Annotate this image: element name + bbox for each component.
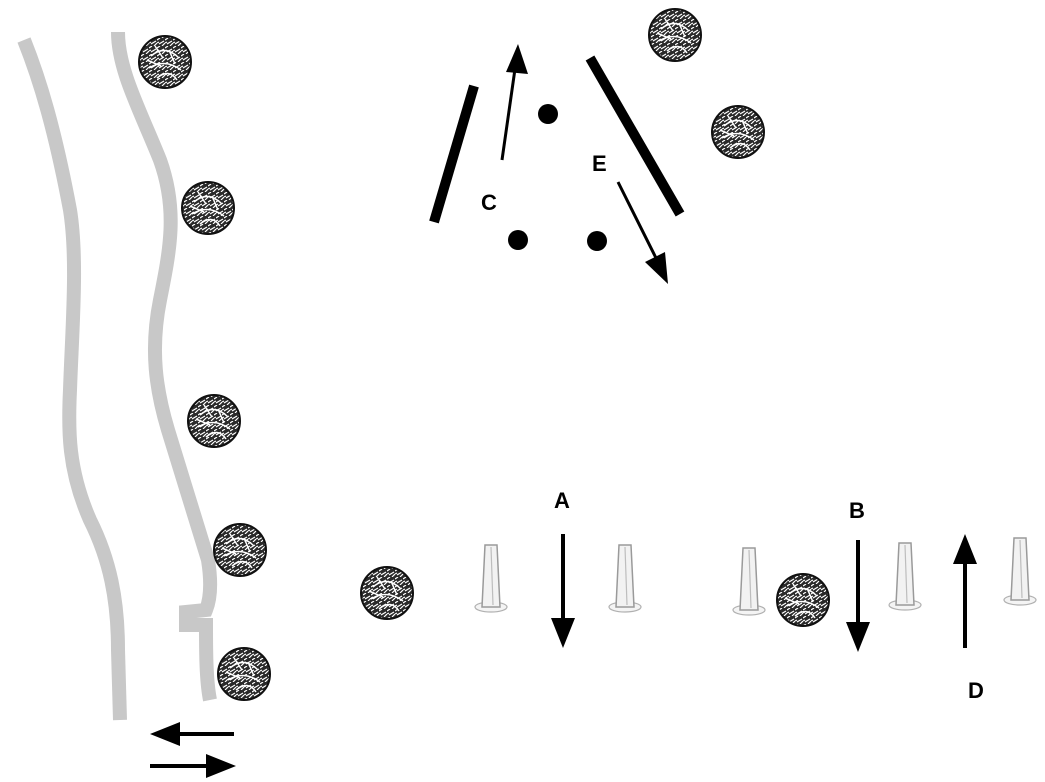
marker-dot-icon — [538, 104, 558, 124]
tree-icon — [648, 8, 702, 62]
tree-icon — [776, 573, 830, 627]
tree-icon — [213, 523, 267, 577]
arrow-right-bottom-head — [206, 754, 236, 778]
tree-icon — [360, 566, 414, 620]
tree-icon — [711, 105, 765, 159]
tree-icon — [217, 647, 271, 701]
arrow-d-head — [953, 534, 977, 564]
barrier-right — [585, 55, 685, 217]
label-b: B — [849, 498, 865, 523]
tree-icon — [138, 35, 192, 89]
tree-icon — [187, 394, 241, 448]
label-d: D — [968, 678, 984, 703]
marker-dot-icon — [587, 231, 607, 251]
road-edge-left — [17, 37, 127, 721]
post-icon — [732, 547, 766, 616]
barrier-left — [429, 84, 479, 224]
arrow-a-head — [551, 618, 575, 648]
post-icon — [608, 544, 642, 613]
post-icon — [888, 542, 922, 611]
label-e: E — [592, 151, 607, 176]
arrow-e — [616, 181, 658, 259]
marker-dot-icon — [508, 230, 528, 250]
post-icon — [474, 544, 508, 613]
arrow-b-head — [846, 622, 870, 652]
road-edge-right — [111, 31, 218, 702]
post-icon — [1003, 537, 1037, 606]
arrow-e-head — [645, 252, 668, 284]
tree-icon — [181, 181, 235, 235]
arrow-left-bottom-head — [150, 722, 180, 746]
arrow-c-head — [506, 44, 528, 74]
arrow-c — [500, 61, 518, 161]
label-c: C — [481, 190, 497, 215]
label-a: A — [554, 488, 570, 513]
